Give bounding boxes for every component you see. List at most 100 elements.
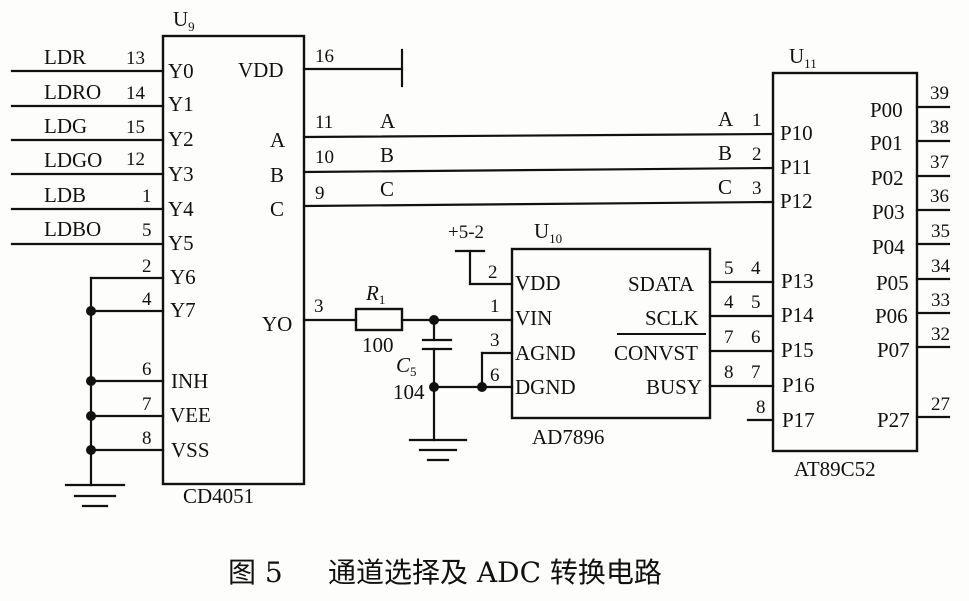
rc-filter: 3 R1 100 C5 104 +5-2	[302, 222, 514, 462]
pin-number: 3	[490, 330, 500, 351]
pin-name: P07	[877, 338, 910, 362]
pin-number: 9	[315, 183, 325, 204]
pin-number: 6	[142, 359, 152, 380]
pin-name: SCLK	[645, 306, 699, 330]
pin-name: VDD	[238, 58, 284, 82]
pin-number: 5	[751, 292, 761, 313]
u11-port0-pins: P00 39 P01 38 P02 37 P03 36 P04 35 P05 3…	[870, 83, 951, 432]
u11-ref: U11	[789, 44, 817, 71]
pin-number: 1	[142, 186, 152, 207]
pin-number: 35	[931, 221, 950, 242]
u10-ref: U10	[534, 219, 562, 246]
ground-symbol-icon	[408, 438, 468, 462]
pin-name: SDATA	[628, 272, 695, 296]
pin-name: CONVST	[614, 341, 698, 365]
pin-number: 16	[315, 46, 334, 67]
pin-name: DGND	[515, 375, 576, 399]
pin-name: YO	[262, 312, 292, 336]
caption-number: 图 5	[228, 556, 283, 589]
pin-number: 12	[126, 149, 145, 170]
junction-dot	[86, 306, 96, 316]
caption-title: 通道选择及 ADC 转换电路	[328, 556, 662, 589]
pin-name: VDD	[515, 271, 561, 295]
pin-name: Y0	[168, 59, 194, 83]
junction-dot	[86, 411, 96, 421]
net-label-ldb: LDB	[44, 183, 86, 207]
pin-name: P15	[781, 338, 814, 362]
net-label-ldro: LDRO	[44, 80, 101, 104]
u9-input-y5: LDBO 5 Y5	[10, 217, 194, 255]
net-label: A	[380, 109, 396, 133]
pin-name: Y2	[168, 127, 194, 151]
pin-name: AGND	[515, 341, 576, 365]
net-label-ldg: LDG	[44, 114, 87, 138]
pin-number: 39	[930, 83, 949, 104]
net-label: A	[718, 107, 734, 131]
pin-number: 27	[931, 394, 950, 415]
pin-name: P04	[872, 235, 905, 259]
pin-number: 2	[752, 144, 762, 165]
supply-label: +5-2	[448, 222, 484, 243]
net-label: C	[718, 175, 732, 199]
pin-number: 13	[126, 48, 145, 69]
u9-vdd-pin: VDD 16	[238, 46, 404, 88]
u11-part: AT89C52	[794, 457, 876, 481]
pin-number: 5	[142, 220, 152, 241]
pin-name: VEE	[170, 403, 211, 427]
pin-number: 14	[126, 83, 146, 104]
pin-number: 2	[142, 256, 152, 277]
net-a: 11 A A 1	[302, 107, 775, 139]
pin-name: P27	[877, 408, 910, 432]
select-bus: 11 A A 1 10 B B 2 9 C C 3	[302, 107, 775, 208]
pin-name: A	[270, 128, 286, 152]
pin-number: 34	[931, 256, 951, 277]
pin-name: P06	[875, 304, 908, 328]
pin-number: 11	[315, 112, 333, 133]
u9-grounded-pins: 2 Y6 4 Y7 6 INH 7 VEE 8 VSS	[64, 256, 211, 508]
pin-number: 6	[751, 327, 761, 348]
net-label-ldr: LDR	[44, 45, 86, 69]
u9-input-y0: LDR 13 Y0	[10, 45, 194, 83]
pin-name: P00	[870, 98, 903, 122]
u11-body	[771, 71, 919, 453]
pin-number: 7	[142, 394, 152, 415]
supply-5v-2: +5-2	[448, 222, 514, 286]
u9-input-y4: LDB 1 Y4	[10, 183, 194, 221]
u9-input-y2: LDG 15 Y2	[10, 114, 194, 151]
pin-name: P14	[781, 303, 814, 327]
pin-name: BUSY	[646, 375, 702, 399]
junction-dot	[86, 445, 96, 455]
pin-number: 7	[751, 362, 761, 383]
pin-name: C	[270, 197, 284, 221]
r1-value: 100	[362, 333, 394, 357]
pin-name: P03	[872, 200, 905, 224]
pin-number: 1	[490, 296, 500, 317]
net-c: 9 C C 3	[302, 175, 775, 208]
u10-part: AD7896	[532, 425, 604, 449]
adc-mcu-bus: 5 4 4 5 7 6 8 7 8	[708, 258, 775, 422]
pin-number: 15	[126, 117, 145, 138]
pin-name: P10	[780, 121, 813, 145]
pin-number: 33	[931, 290, 950, 311]
net-label-ldbo: LDBO	[44, 217, 101, 241]
u9-ref: U9	[173, 7, 195, 34]
pin-number: 6	[490, 365, 500, 386]
pin-name: P01	[870, 131, 903, 155]
pin-number: 10	[315, 147, 334, 168]
u9-cd4051: U9 CD4051 LDR 13 Y0 LDRO 14 Y1 LDG 15 Y2…	[10, 7, 404, 508]
net-label: C	[380, 177, 394, 201]
r1-ref: R1	[365, 281, 385, 307]
pin-name: P02	[871, 166, 904, 190]
u9-input-y1: LDRO 14 Y1	[10, 80, 194, 116]
junction-dot	[86, 376, 96, 386]
pin-name: INH	[171, 369, 208, 393]
u9-part: CD4051	[183, 484, 254, 508]
pin-number: 37	[930, 152, 949, 173]
pin-name: P12	[780, 189, 813, 213]
pin-number: 8	[724, 362, 734, 383]
pin-number: 3	[314, 296, 324, 317]
pin-number: 36	[930, 186, 949, 207]
u10-body	[510, 247, 712, 420]
